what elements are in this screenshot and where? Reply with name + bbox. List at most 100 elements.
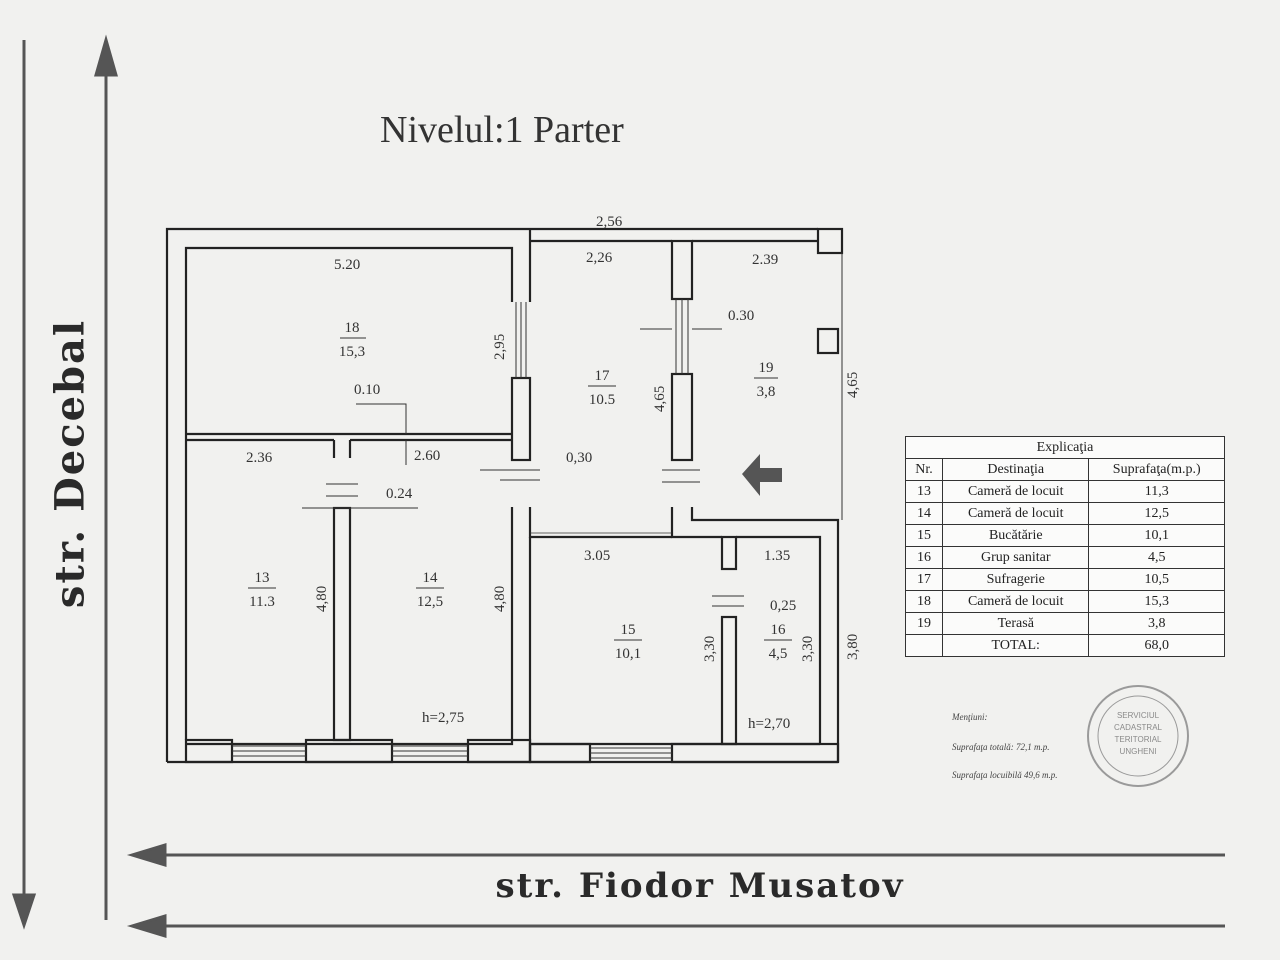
dim-r19-width: 2.39: [752, 252, 778, 268]
stamp-line-4: UNGHENI: [1120, 747, 1157, 756]
room-area: 10.5: [589, 392, 615, 408]
room-18-label: 18 15,3: [339, 320, 366, 360]
legend-total-label: TOTAL:: [942, 634, 1090, 657]
table-row: 19 Terasă 3,8: [904, 612, 1225, 635]
room-number: 15: [621, 622, 636, 638]
dim-top-total: 2,56: [596, 214, 623, 230]
entrance-arrow-icon: [742, 454, 782, 496]
room-number: 19: [759, 360, 774, 376]
dim-024: 0.24: [386, 486, 413, 502]
dim-480-a: 4,80: [314, 586, 330, 612]
stamp-line-3: TERITORIAL: [1115, 735, 1163, 744]
room-number: 16: [771, 622, 787, 638]
table-row: 13 Cameră de locuit 11,3: [904, 480, 1225, 503]
door-marks: [302, 328, 744, 607]
table-row: 15 Bucătărie 10,1: [904, 524, 1225, 547]
street-musatov-label: str. Fiodor Musatov: [495, 866, 905, 906]
legend-area: 3,8: [1088, 612, 1225, 635]
dim-295: 2,95: [492, 334, 508, 360]
room-19-label: 19 3,8: [754, 360, 778, 400]
dim-380: 3,80: [845, 634, 861, 660]
notes-total-area: Suprafaţa totală: 72,1 m.p.: [952, 742, 1050, 752]
notes-living-area: Suprafaţa locuibilă 49,6 m.p.: [952, 770, 1058, 780]
dim-r18-width: 5.20: [334, 257, 360, 273]
table-row: 17 Sufragerie 10,5: [904, 568, 1225, 591]
legend-header-destination: Destinaţia: [942, 458, 1090, 481]
legend-area: 12,5: [1088, 502, 1225, 525]
street-arrows: [11, 34, 1225, 939]
legend-nr: 18: [904, 590, 944, 613]
table-row: 16 Grup sanitar 4,5: [904, 546, 1225, 569]
left-arrow-icon: [126, 842, 167, 868]
dim-r17-width: 2,26: [586, 250, 613, 266]
room-area: 15,3: [339, 344, 365, 360]
up-arrow-icon: [94, 34, 118, 77]
room-number: 13: [255, 570, 270, 586]
ceiling-height-270: h=2,70: [748, 716, 790, 732]
legend-destination: Grup sanitar: [942, 546, 1090, 569]
room-area: 10,1: [615, 646, 641, 662]
dim-025: 0,25: [770, 598, 796, 614]
legend-destination: Cameră de locuit: [942, 480, 1090, 503]
legend-nr: 16: [904, 546, 944, 569]
room-16-label: 16 4,5: [764, 622, 792, 662]
dim-465-b: 4,65: [845, 372, 861, 398]
dim-465-a: 4,65: [652, 386, 668, 412]
room-area: 4,5: [769, 646, 788, 662]
stamp-line-2: CADASTRAL: [1114, 723, 1163, 732]
stamp-line-1: SERVICIUL: [1117, 711, 1160, 720]
legend-nr: 14: [904, 502, 944, 525]
table-row: 14 Cameră de locuit 12,5: [904, 502, 1225, 525]
dim-030-b: 0,30: [566, 450, 592, 466]
legend-area: 11,3: [1088, 480, 1225, 503]
legend-destination: Cameră de locuit: [942, 590, 1090, 613]
legend-header-area: Suprafaţa(m.p.): [1088, 458, 1225, 481]
legend-table: Explicaţia Nr. Destinaţia Suprafaţa(m.p.…: [904, 436, 1225, 657]
legend-header-row: Nr. Destinaţia Suprafaţa(m.p.): [904, 458, 1225, 481]
left-arrow-icon: [126, 913, 167, 939]
room-number: 17: [595, 368, 611, 384]
dim-305: 3.05: [584, 548, 610, 564]
windows: [232, 299, 689, 759]
notes-heading: Menţiuni:: [952, 712, 988, 722]
legend-header-nr: Nr.: [904, 458, 944, 481]
legend-area: 15,3: [1088, 590, 1225, 613]
legend-destination: Sufragerie: [942, 568, 1090, 591]
dim-030-a: 0.30: [728, 308, 754, 324]
official-stamp: SERVICIUL CADASTRAL TERITORIAL UNGHENI: [1087, 685, 1189, 787]
room-number: 14: [423, 570, 439, 586]
dim-330-b: 3,30: [800, 636, 816, 662]
legend-total-row: TOTAL: 68,0: [904, 634, 1225, 657]
dim-135: 1.35: [764, 548, 790, 564]
legend-destination: Cameră de locuit: [942, 502, 1090, 525]
legend-area: 4,5: [1088, 546, 1225, 569]
room-area: 11.3: [249, 594, 275, 610]
room-15-label: 15 10,1: [614, 622, 642, 662]
room-14-label: 14 12,5: [416, 570, 444, 610]
dim-236: 2.36: [246, 450, 273, 466]
ceiling-height-275: h=2,75: [422, 710, 464, 726]
dim-260: 2.60: [414, 448, 440, 464]
legend-nr: 17: [904, 568, 944, 591]
room-17-label: 17 10.5: [588, 368, 616, 408]
room-13-label: 13 11.3: [248, 570, 276, 610]
legend-destination: Terasă: [942, 612, 1090, 635]
legend-area: 10,5: [1088, 568, 1225, 591]
dim-010: 0.10: [354, 382, 380, 398]
legend-area: 10,1: [1088, 524, 1225, 547]
plan-title: Nivelul:1 Parter: [380, 109, 624, 151]
down-arrow-icon: [11, 893, 37, 930]
dim-330-a: 3,30: [702, 636, 718, 662]
legend-destination: Bucătărie: [942, 524, 1090, 547]
legend-nr: 15: [904, 524, 944, 547]
dim-480-b: 4,80: [492, 586, 508, 612]
room-area: 12,5: [417, 594, 443, 610]
room-number: 18: [345, 320, 360, 336]
legend-nr: 13: [904, 480, 944, 503]
legend-nr: 19: [904, 612, 944, 635]
table-row: 18 Cameră de locuit 15,3: [904, 590, 1225, 613]
legend-caption: Explicaţia: [905, 436, 1225, 459]
legend-total-value: 68,0: [1088, 634, 1225, 657]
